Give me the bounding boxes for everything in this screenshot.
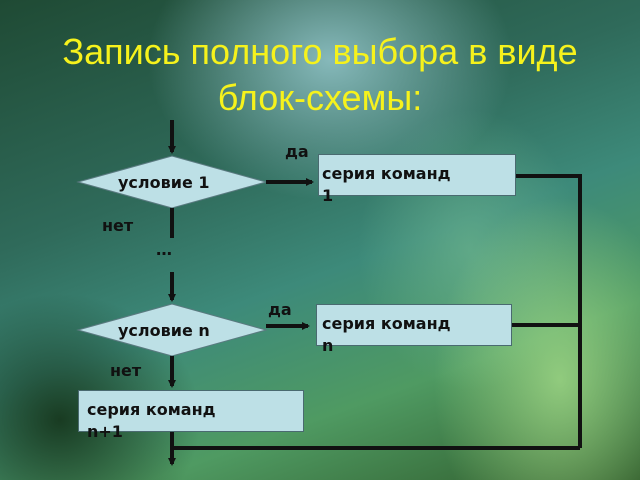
command-series-n-line-2: n (322, 336, 334, 355)
no-label-1: нет (102, 216, 134, 235)
no-label-n: нет (110, 361, 142, 380)
connector-box-1 (516, 174, 582, 448)
slide-title-line-2: блок-схемы: (217, 77, 423, 118)
yes-label-1: да (285, 142, 309, 161)
command-series-n-plus-1-box: серия команд n+1 (78, 390, 304, 441)
command-series-n-plus-1-line-1: серия команд (87, 400, 216, 419)
command-series-n-line-1: серия команд (322, 314, 451, 333)
ellipsis-label: … (156, 240, 172, 259)
command-series-n-box: серия команд n (316, 304, 512, 355)
command-series-1-line-2: 1 (322, 186, 334, 205)
command-series-1-line-1: серия команд (322, 164, 451, 183)
condition-n-label: условие n (118, 321, 210, 340)
condition-1-label: условие 1 (118, 173, 210, 192)
command-series-1-box: серия команд 1 (318, 154, 516, 205)
yes-label-n: да (268, 300, 292, 319)
command-series-n-plus-1-line-2: n+1 (87, 422, 123, 441)
slide-title-line-1: Запись полного выбора в виде (62, 31, 578, 72)
